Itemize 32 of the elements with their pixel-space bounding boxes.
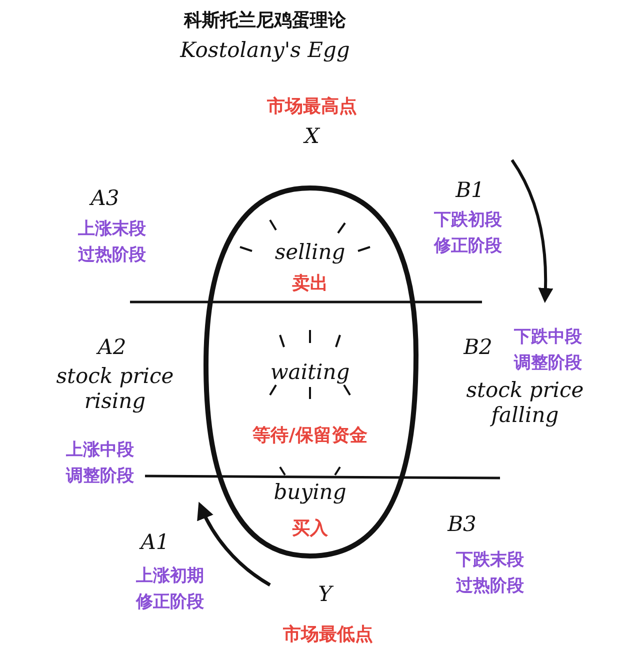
title: 科斯托兰尼鸡蛋理论 (184, 10, 346, 32)
action-label: 卖出 (292, 273, 328, 295)
phase-label: 修正阶段 (136, 592, 204, 612)
phase-label: 上涨中段 (66, 440, 134, 460)
phase-label: 修正阶段 (434, 236, 502, 256)
phase-code: A3 (90, 186, 120, 212)
phase-label: 过热阶段 (78, 245, 146, 266)
phase-label: 调整阶段 (66, 466, 134, 486)
trend-label: stock price falling (465, 378, 585, 428)
phase-label: 上涨初期 (136, 566, 204, 586)
trough-label: 市场最低点 (283, 624, 373, 646)
phase-code: B3 (448, 512, 476, 538)
peak-mark: X (304, 124, 320, 150)
stage-label: waiting (270, 360, 350, 386)
subtitle: Kostolany's Egg (180, 38, 350, 64)
phase-code: B2 (464, 335, 492, 360)
phase-code: A2 (98, 335, 126, 360)
phase-label: 调整阶段 (514, 353, 582, 374)
phase-label: 下跌初段 (434, 210, 502, 230)
phase-label: 下跌末段 (456, 550, 524, 570)
action-label: 等待/保留资金 (252, 425, 368, 447)
trend-label: stock price rising (55, 364, 175, 414)
action-label: 买入 (292, 518, 328, 540)
stage-label: buying (274, 480, 346, 506)
phase-label: 上涨末段 (78, 219, 146, 240)
phase-label: 下跌中段 (514, 327, 582, 348)
phase-code: A1 (140, 530, 170, 556)
stage-label: selling (274, 240, 346, 266)
phase-code: B1 (456, 178, 484, 204)
peak-label: 市场最高点 (267, 96, 357, 118)
phase-label: 过热阶段 (456, 576, 524, 596)
trough-mark: Y (318, 582, 332, 608)
